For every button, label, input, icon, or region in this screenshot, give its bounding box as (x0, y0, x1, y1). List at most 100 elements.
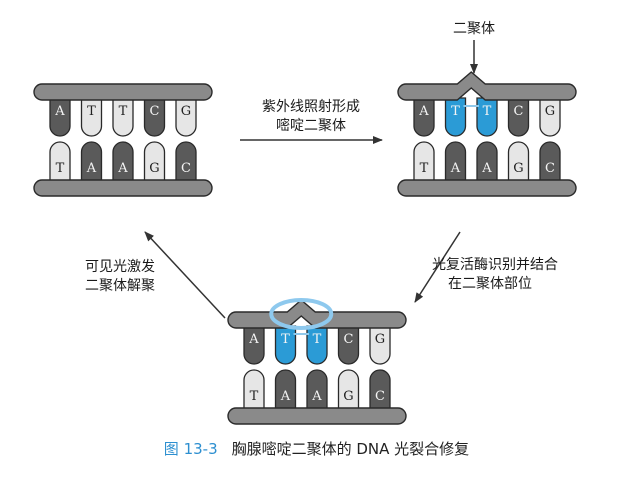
top-base-1: A (413, 97, 435, 137)
top-backbone (397, 71, 577, 101)
bottom-base-2-shape (274, 369, 297, 411)
top-base-4-shape (507, 97, 530, 137)
bottom-base-2-shape (444, 141, 467, 183)
bottom-base-2: A (274, 369, 297, 411)
top-base-5: G (175, 97, 197, 137)
top-base-5: G (369, 325, 391, 365)
top-base-1: A (49, 97, 71, 137)
top-base-3-letter: T (313, 332, 322, 347)
top-base-3-shape (112, 97, 134, 137)
bottom-base-3-letter: A (481, 161, 492, 176)
light-arrow-label-line1: 可见光激发 (85, 259, 155, 275)
figure-title: 胸腺嘧啶二聚体的 DNA 光裂合修复 (231, 440, 470, 458)
top-base-5-shape (175, 97, 197, 137)
bottom-base-2-letter: A (450, 161, 461, 176)
bottom-base-4-letter: G (513, 161, 523, 176)
bottom-base-3-letter: A (311, 389, 322, 404)
bottom-base-1: T (243, 369, 265, 411)
bottom-base-4-shape (507, 141, 530, 183)
bottom-base-2-shape (80, 141, 103, 183)
top-base-5-shape (539, 97, 561, 137)
top-base-2: T (444, 97, 467, 137)
bottom-base-3: A (476, 141, 498, 183)
dna-duplex-undamaged: A T T C G T A A G C (33, 83, 213, 197)
top-base-4-letter: C (150, 104, 160, 119)
top-base-1: A (243, 325, 265, 365)
bottom-base-4-letter: G (149, 161, 159, 176)
top-base-1-shape (243, 325, 265, 365)
top-base-3: T (112, 97, 134, 137)
bottom-base-5-shape (369, 369, 391, 411)
bottom-base-4: G (337, 369, 360, 411)
top-base-1-shape (413, 97, 435, 137)
top-base-4-shape (143, 97, 166, 137)
bottom-base-2-letter: A (86, 161, 97, 176)
top-base-3-letter: T (119, 104, 128, 119)
top-base-1-shape (49, 97, 71, 137)
bottom-base-5: C (175, 141, 197, 183)
bottom-base-3-shape (112, 141, 134, 183)
top-base-2-letter: T (281, 332, 290, 347)
dna-duplex-with-dimer: A T T C G T A A G C (397, 71, 577, 197)
top-base-3: T (476, 97, 498, 137)
bottom-base-3-shape (476, 141, 498, 183)
bottom-base-4: G (143, 141, 166, 183)
top-base-2: T (274, 325, 297, 365)
bottom-base-4-shape (143, 141, 166, 183)
top-base-4-letter: C (344, 332, 354, 347)
bottom-base-1: T (49, 141, 71, 183)
bottom-base-5-letter: C (181, 161, 191, 176)
bottom-base-3: A (112, 141, 134, 183)
bottom-base-4: G (507, 141, 530, 183)
enzyme-arrow-label-line1: 光复活酶识别并结合 (432, 257, 558, 273)
bottom-base-2: A (444, 141, 467, 183)
top-backbone (227, 299, 407, 329)
top-base-4: C (337, 325, 360, 365)
uv-arrow-label-line2: 嘧啶二聚体 (276, 118, 346, 134)
top-base-3: T (306, 325, 328, 365)
dna-duplex-enzyme-bound: A T T C G T A A G C (227, 298, 407, 425)
bottom-base-4-letter: G (343, 389, 353, 404)
top-base-4-letter: C (514, 104, 524, 119)
top-base-2-letter: T (87, 104, 96, 119)
top-base-4-shape (337, 325, 360, 365)
uv-arrow-label-line1: 紫外线照射形成 (262, 99, 360, 115)
top-base-2: T (80, 97, 103, 137)
top-backbone (33, 83, 213, 101)
top-base-5-letter: G (375, 332, 385, 347)
bottom-base-5-letter: C (545, 161, 555, 176)
bottom-base-1-shape (49, 141, 71, 183)
bottom-base-1-letter: T (250, 389, 259, 404)
top-base-1-letter: A (54, 104, 65, 119)
top-base-4: C (143, 97, 166, 137)
arrow-light-splitting (144, 231, 226, 319)
bottom-base-2-letter: A (280, 389, 291, 404)
top-base-5-letter: G (545, 104, 555, 119)
bottom-base-4-shape (337, 369, 360, 411)
dimer-label: 二聚体 (453, 21, 495, 37)
light-arrow-label-line2: 二聚体解聚 (85, 278, 155, 294)
bottom-base-1-letter: T (420, 161, 429, 176)
bottom-backbone (397, 179, 577, 197)
arrow-enzyme-binding (414, 231, 461, 303)
top-base-4: C (507, 97, 530, 137)
top-base-2-shape (274, 325, 297, 365)
top-base-5: G (539, 97, 561, 137)
bottom-base-5: C (539, 141, 561, 183)
top-base-2-shape (444, 97, 467, 137)
top-base-5-shape (369, 325, 391, 365)
bottom-base-2: A (80, 141, 103, 183)
bottom-base-5-letter: C (375, 389, 385, 404)
top-base-5-letter: G (181, 104, 191, 119)
bottom-base-5: C (369, 369, 391, 411)
enzyme-arrow-label-line2: 在二聚体部位 (448, 276, 532, 292)
photolyase-ring (269, 298, 334, 330)
top-base-1-letter: A (418, 104, 429, 119)
bottom-base-3-shape (306, 369, 328, 411)
top-base-2-letter: T (451, 104, 460, 119)
bottom-backbone (33, 179, 213, 197)
bottom-base-1-letter: T (56, 161, 65, 176)
bottom-base-3-letter: A (117, 161, 128, 176)
